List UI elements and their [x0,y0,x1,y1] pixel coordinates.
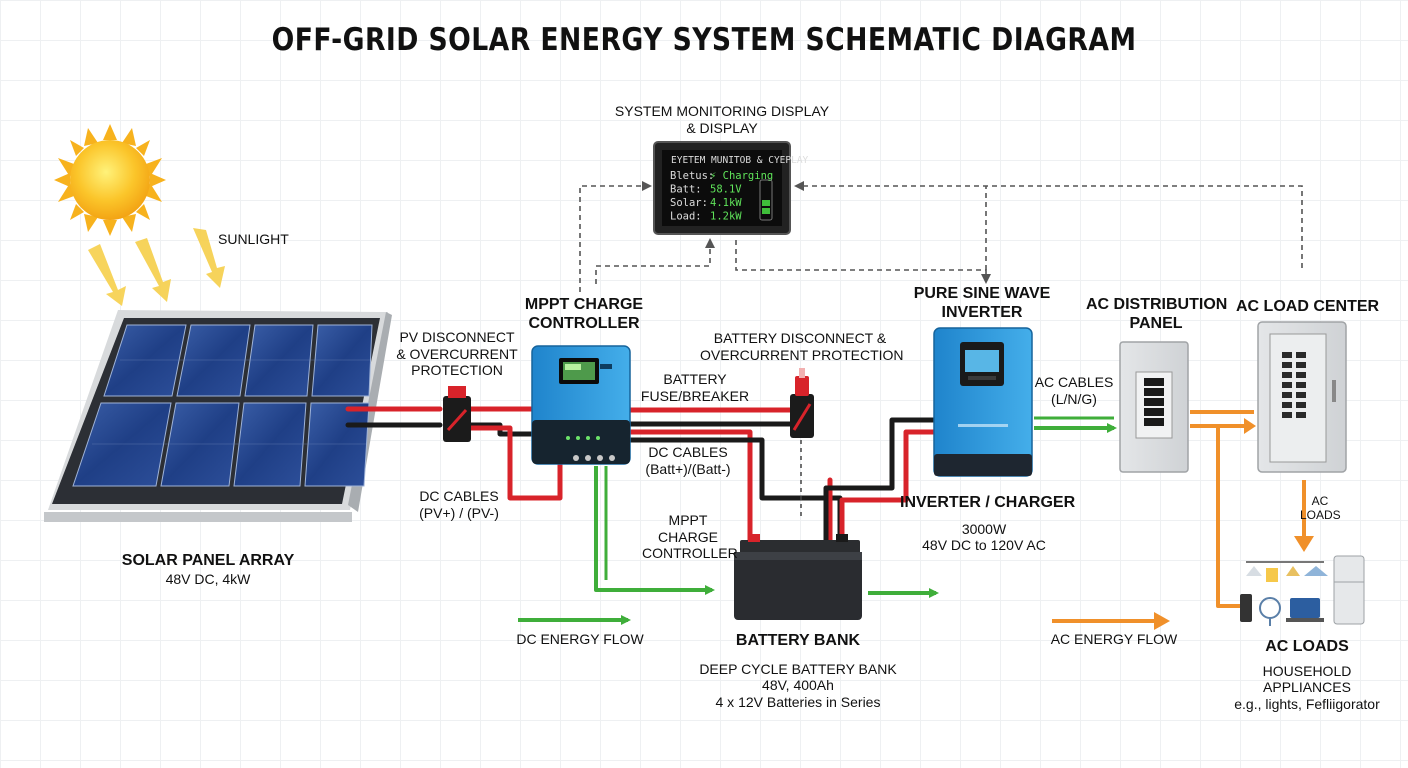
sunlight-label: SUNLIGHT [218,231,289,247]
monitor-label: SYSTEM MONITORING DISPLAY & DISPLAY [614,103,830,136]
monitor-row-value: 4.1kW [710,197,742,209]
monitor-row-key: Load: [670,211,702,223]
dc-energy-flow-label: DC ENERGY FLOW [516,631,644,647]
battery-wires [625,407,943,551]
inverter-label: PURE SINE WAVE INVERTER [913,285,1051,321]
dc-cables-pv-label: DC CABLES (PV+) / (PV-) [419,488,499,521]
battery-bank-label: BATTERY BANK DEEP CYCLE BATTERY BANK 48V… [699,632,897,710]
monitor-row-key: Solar: [670,197,708,209]
ac-distribution-panel [1119,341,1189,473]
monitor-row-value: 58.1V [710,184,742,196]
ac-loads-small-label: AC LOADS [1300,494,1341,523]
pv-disconnect-label: PV DISCONNECT & OVERCURRENT PROTECTION [396,329,518,379]
sunlight-rays [88,228,225,306]
mppt-controller-label: MPPT CHARGE CONTROLLER [524,296,644,332]
system-monitor-display: EYETEM MUNITOB & CYEPLAY Bletus:⚡ Chargi… [653,141,809,235]
mppt-controller-label-secondary: MPPT CHARGE CONTROLLER [642,512,738,562]
monitor-row-value: 1.2kW [710,211,742,223]
pure-sine-wave-inverter [933,327,1033,477]
diagram-title: OFF-GRID SOLAR ENERGY SYSTEM SCHEMATIC D… [271,22,1137,58]
dc-cables-battery-label: DC CABLES (Batt+)/(Batt-) [645,444,731,477]
monitoring-links [579,181,1303,292]
ac-cables-label: AC CABLES (L/N/G) [1034,374,1114,407]
battery-disconnect-label: BATTERY DISCONNECT & OVERCURRENT PROTECT… [700,330,904,363]
pv-disconnect-breaker [443,386,471,442]
battery-fuse-icon [790,368,814,520]
ac-energy-flow-label: AC ENERGY FLOW [1050,631,1178,647]
dc-flow-arrows [518,466,939,625]
sun-icon [54,124,166,236]
monitor-row-key: Batt: [670,184,702,196]
mppt-charge-controller [531,345,631,465]
monitor-screen-title: EYETEM MUNITOB & CYEPLAY [671,155,809,166]
solar-panel-array [44,310,392,522]
monitor-row-key: Bletus: [670,170,714,182]
ac-load-center-label: AC LOAD CENTER [1236,298,1380,315]
inverter-charger-label: INVERTER / CHARGER 3000W 48V DC to 120V … [900,494,1076,554]
ac-cables-arrow [1034,416,1117,433]
ac-distribution-panel-label: AC DISTRIBUTION PANEL [1086,296,1228,332]
ac-flow-lines [1052,410,1314,630]
battery-fuse-label: BATTERY FUSE/BREAKER [640,371,750,404]
monitor-row-value: ⚡ Charging [710,170,773,182]
pv-wires [345,406,563,501]
solar-array-label: SOLAR PANEL ARRAY 48V DC, 4kW [121,552,295,587]
ac-loads-label: AC LOADS HOUSEHOLD APPLIANCES e.g., ligh… [1234,638,1380,712]
household-appliances-icons [1240,555,1365,626]
ac-load-center [1257,321,1347,473]
battery-bank [734,534,862,620]
